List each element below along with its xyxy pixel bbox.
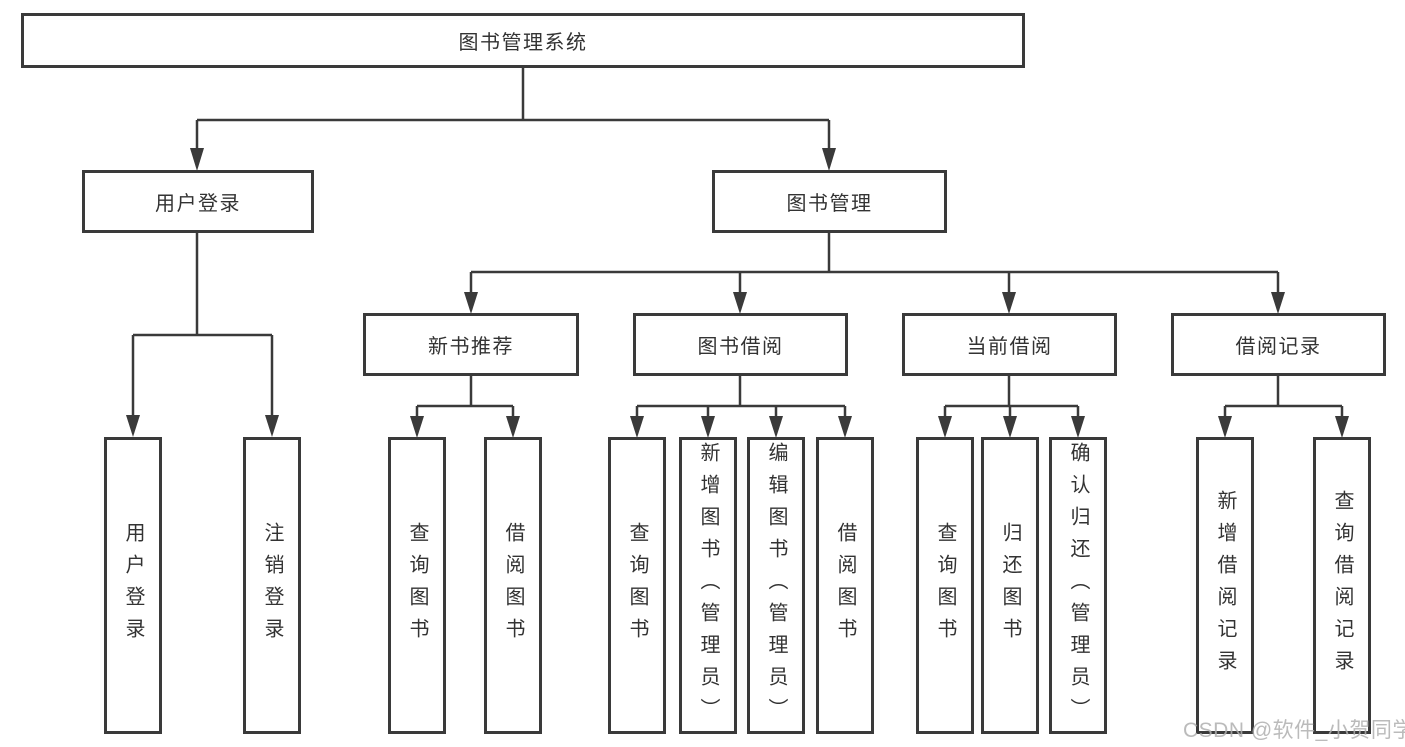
leaf-borrow-add-books-admin: 新增图书（管理员） [679,437,737,734]
leaf-logout-login-label: 注销登录 [261,521,283,650]
node-borrow-records: 借阅记录 [1171,313,1386,376]
leaf-records-add-record-label: 新增借阅记录 [1214,489,1236,682]
node-user-login-label: 用户登录 [155,193,241,215]
node-new-book-recommend-label: 新书推荐 [428,336,514,358]
leaf-newbook-borrow-books: 借阅图书 [484,437,542,734]
leaf-current-confirm-return-admin: 确认归还（管理员） [1049,437,1107,734]
leaf-current-return-books-label: 归还图书 [999,521,1021,650]
node-new-book-recommend: 新书推荐 [363,313,579,376]
leaf-borrow-query-books: 查询图书 [608,437,666,734]
leaf-records-query-record: 查询借阅记录 [1313,437,1371,734]
leaf-user-login: 用户登录 [104,437,162,734]
csdn-watermark: CSDN @软件_小贺同学 [1183,719,1405,742]
node-borrow-records-label: 借阅记录 [1235,336,1322,358]
leaf-current-query-books: 查询图书 [916,437,974,734]
leaf-newbook-borrow-books-label: 借阅图书 [502,521,524,650]
node-book-borrow-label: 图书借阅 [697,336,784,358]
node-book-borrow: 图书借阅 [633,313,848,376]
node-library-system-label: 图书管理系统 [458,32,588,54]
leaf-current-confirm-return-admin-label: 确认归还（管理员） [1067,441,1089,730]
leaf-records-add-record: 新增借阅记录 [1196,437,1254,734]
leaf-borrow-query-books-label: 查询图书 [626,521,648,650]
node-book-management-label: 图书管理 [786,193,873,215]
leaf-user-login-label: 用户登录 [122,521,144,650]
node-user-login: 用户登录 [82,170,314,233]
leaf-borrow-edit-books-admin-label: 编辑图书（管理员） [765,441,787,730]
leaf-borrow-borrow-books-label: 借阅图书 [834,521,856,650]
leaf-records-query-record-label: 查询借阅记录 [1331,489,1353,682]
leaf-newbook-query-books: 查询图书 [388,437,446,734]
leaf-borrow-add-books-admin-label: 新增图书（管理员） [697,441,719,730]
node-book-management: 图书管理 [712,170,947,233]
leaf-current-return-books: 归还图书 [981,437,1039,734]
leaf-borrow-edit-books-admin: 编辑图书（管理员） [747,437,805,734]
leaf-current-query-books-label: 查询图书 [934,521,956,650]
node-library-system: 图书管理系统 [21,13,1025,68]
node-current-borrow: 当前借阅 [902,313,1117,376]
leaf-newbook-query-books-label: 查询图书 [406,521,428,650]
leaf-borrow-borrow-books: 借阅图书 [816,437,874,734]
node-current-borrow-label: 当前借阅 [966,336,1053,358]
leaf-logout-login: 注销登录 [243,437,301,734]
